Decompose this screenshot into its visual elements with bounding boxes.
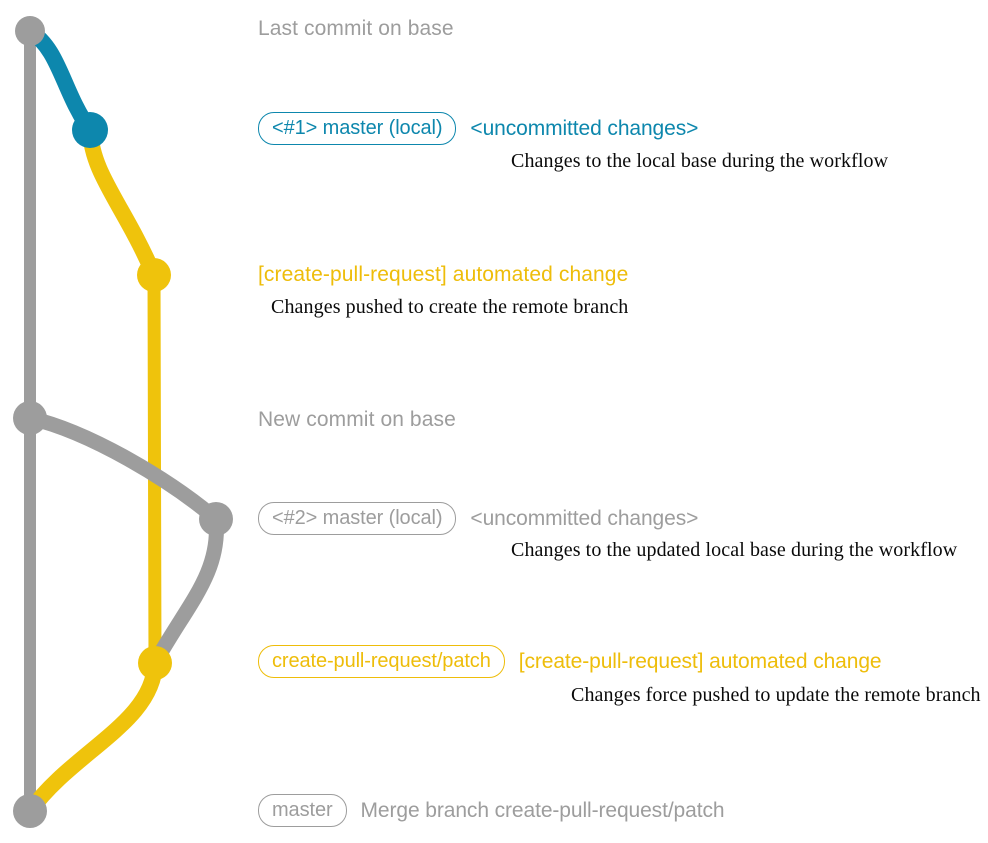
description-uncommitted-changes-1: Changes to the local base during the wor… xyxy=(511,150,889,172)
commit-message-uncommitted-changes-2: <uncommitted changes> xyxy=(470,506,699,530)
commit-message-new-commit-on-base: New commit on base xyxy=(258,408,456,431)
description-automated-change-2: Changes force pushed to update the remot… xyxy=(571,684,981,706)
branch-line-yellow-upper xyxy=(82,122,162,283)
commit-message-uncommitted-changes-1: <uncommitted changes> xyxy=(470,116,699,140)
row-uncommitted-changes-2: <#2> master (local) <uncommitted changes… xyxy=(258,502,698,535)
commit-node-local-1[interactable] xyxy=(72,112,108,148)
branch-badge-create-pull-request-patch[interactable]: create-pull-request/patch xyxy=(258,645,505,678)
branch-badge-master[interactable]: master xyxy=(258,794,347,827)
commit-message-merge: Merge branch create-pull-request/patch xyxy=(360,798,725,822)
commit-node-base-last[interactable] xyxy=(15,16,45,46)
commit-message-automated-change-1: [create-pull-request] automated change xyxy=(258,263,629,286)
row-automated-change-2: create-pull-request/patch [create-pull-r… xyxy=(258,645,882,678)
commit-node-base-new[interactable] xyxy=(13,401,47,435)
commit-message-automated-change-2: [create-pull-request] automated change xyxy=(518,649,882,673)
branch-badge-master-local-1[interactable]: <#1> master (local) xyxy=(258,112,457,145)
branch-line-gray-to-local2 xyxy=(22,410,224,527)
row-merge-commit: master Merge branch create-pull-request/… xyxy=(258,794,725,827)
commit-node-automated-1[interactable] xyxy=(137,258,171,292)
row-last-commit-on-base: Last commit on base xyxy=(258,17,454,41)
branch-line-yellow-to-merge xyxy=(22,655,163,819)
commit-node-merge[interactable] xyxy=(13,794,47,828)
row-automated-change-1: [create-pull-request] automated change xyxy=(258,263,628,287)
row-new-commit-on-base: New commit on base xyxy=(258,408,456,432)
description-automated-change-1: Changes pushed to create the remote bran… xyxy=(271,296,629,318)
branch-line-gray-to-automated2 xyxy=(147,511,224,671)
description-uncommitted-changes-2: Changes to the updated local base during… xyxy=(511,539,958,561)
branch-badge-master-local-2[interactable]: <#2> master (local) xyxy=(258,502,457,535)
commit-message-last-commit-on-base: Last commit on base xyxy=(258,17,454,40)
row-uncommitted-changes-1: <#1> master (local) <uncommitted changes… xyxy=(258,112,698,145)
commit-node-automated-2[interactable] xyxy=(138,646,172,680)
commit-node-local-2[interactable] xyxy=(199,502,233,536)
